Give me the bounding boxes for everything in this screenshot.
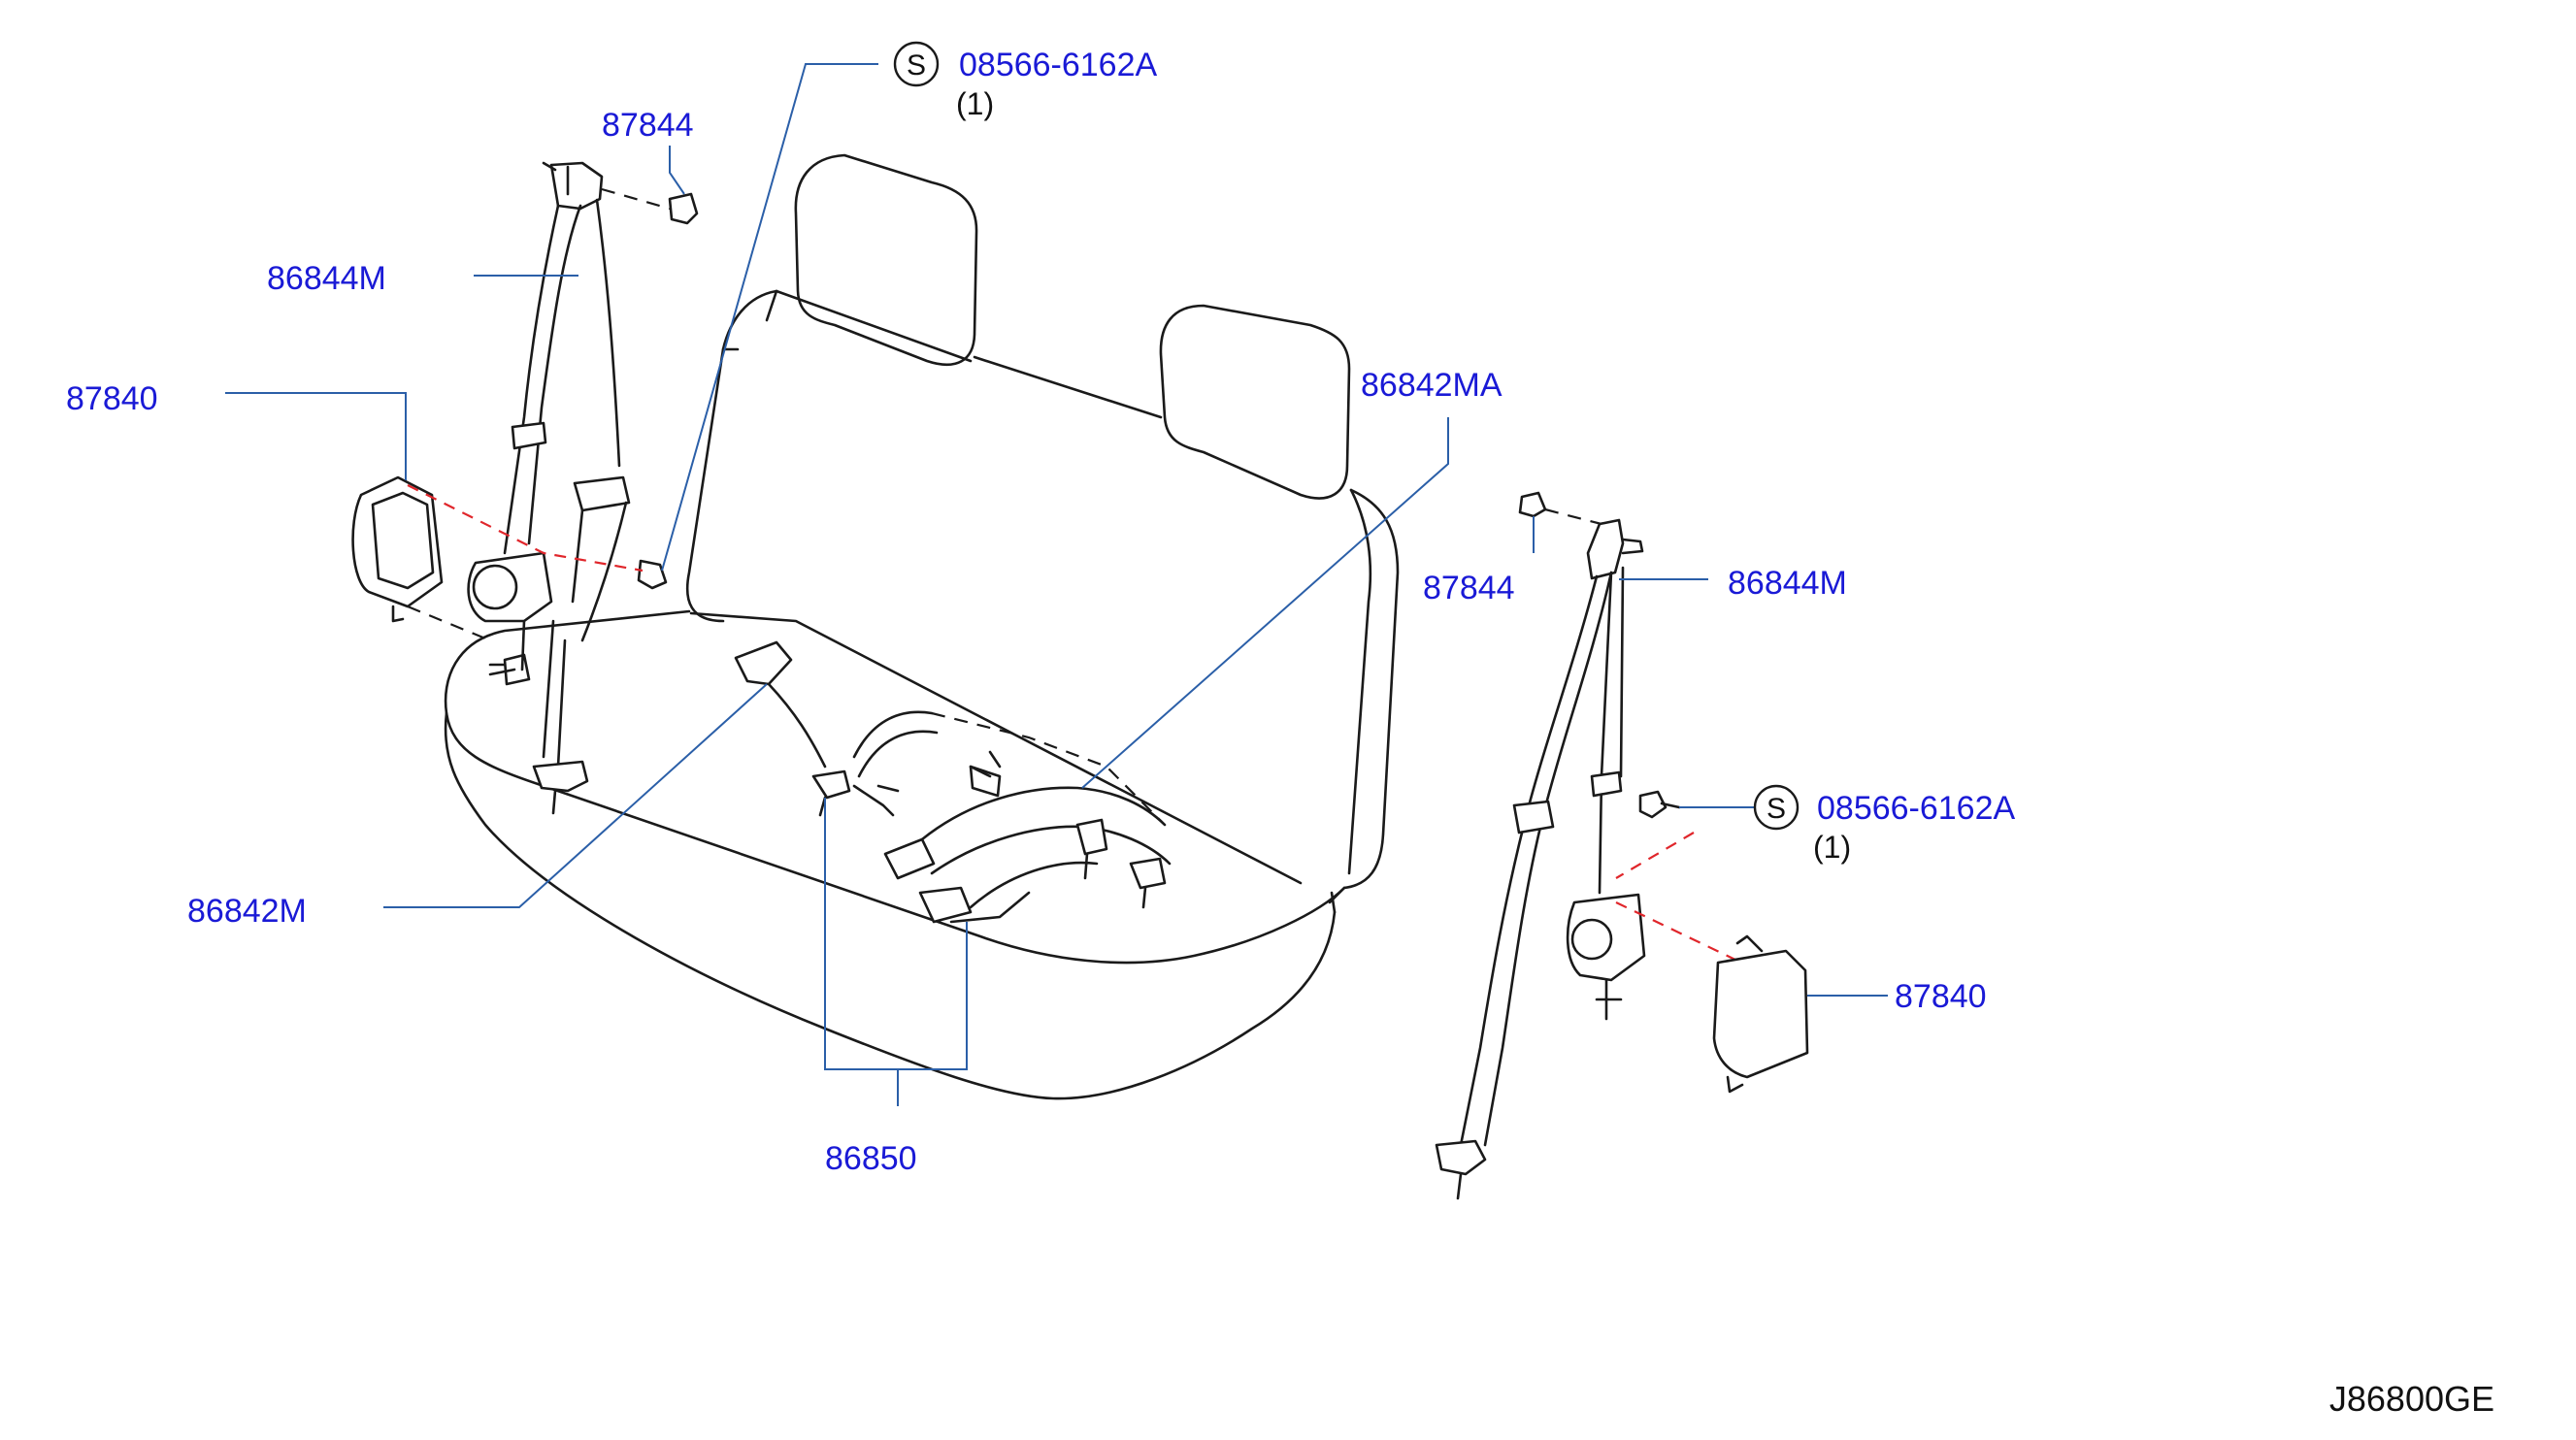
leader-86842m	[383, 683, 768, 908]
buckle-clip-detail	[969, 750, 1002, 778]
label-86842ma: 86842MA	[1361, 367, 1503, 404]
label-87844-left: 87844	[602, 107, 694, 144]
right-retractor-bolt	[1595, 978, 1623, 1021]
seatback-outline	[685, 289, 1400, 890]
label-screw-right: 08566-6162A	[1817, 790, 2016, 827]
right-shoulder-anchor	[1586, 518, 1625, 580]
right-retractor	[1566, 893, 1646, 982]
right-webbing-short	[1598, 566, 1625, 895]
leader-87844-left	[669, 146, 685, 195]
label-86844m-left: 86844M	[267, 260, 386, 297]
diagram-code: J86800GE	[2329, 1379, 2494, 1419]
leader-87840-left	[225, 392, 407, 480]
headrest-left	[794, 153, 978, 367]
left-webbing-upper	[527, 198, 621, 545]
left-seat-belt-assembly	[351, 161, 699, 815]
left-cover-dash-lower	[407, 605, 491, 642]
center-buckle-clip	[969, 765, 1002, 798]
leader-screw-top	[661, 63, 878, 572]
left-anchor-cap	[668, 192, 699, 225]
seatback-side	[1347, 488, 1372, 875]
right-cover-tabs	[1726, 934, 1764, 1094]
left-screw	[637, 559, 668, 590]
screw-symbol-top: S	[907, 49, 926, 82]
left-anchor-detail	[542, 161, 570, 196]
label-86850: 86850	[825, 1140, 917, 1177]
left-webbing-guide	[511, 421, 547, 450]
left-cover-dash	[407, 484, 644, 573]
left-retractor-cover	[351, 475, 444, 608]
buckle-dash-line	[931, 711, 1166, 826]
center-buckle-stud	[876, 784, 900, 793]
screw-symbol-right: S	[1767, 793, 1786, 825]
right-webbing-clip	[1590, 770, 1623, 798]
right-anchor-dash	[1544, 507, 1602, 526]
left-floor-anchor	[532, 760, 589, 793]
left-webbing-clip	[573, 475, 631, 512]
label-87844-right: 87844	[1423, 570, 1515, 606]
label-screw-top-qty: (1)	[956, 86, 994, 121]
left-lap-webbing	[542, 619, 567, 769]
label-87840-left: 87840	[66, 380, 158, 417]
leader-lines	[225, 63, 1888, 1106]
right-cover-dash	[1615, 832, 1738, 962]
right-seat-belt-assembly	[1435, 491, 1809, 1200]
left-cover-inner	[371, 491, 435, 590]
left-cover-tab	[391, 605, 405, 623]
seatback-edge	[721, 289, 778, 351]
label-screw-top: 08566-6162A	[959, 47, 1158, 83]
left-webbing-lower	[571, 501, 628, 642]
right-screw-thread	[1660, 802, 1681, 809]
label-86842m: 86842M	[187, 893, 307, 930]
right-webbing-long	[1459, 571, 1613, 1147]
buckle-86850-anchor-mid	[1075, 818, 1108, 856]
buckle-86850-tongue-lower	[918, 886, 973, 924]
leader-86850	[824, 798, 968, 1106]
cushion-front-outline	[444, 711, 1337, 1100]
buckle-86850-tongue-left	[883, 837, 936, 880]
label-87840-right: 87840	[1895, 978, 1987, 1015]
left-retractor	[467, 551, 553, 623]
buckle-86850-strap-upper	[920, 786, 1172, 875]
label-screw-right-qty: (1)	[1813, 830, 1851, 865]
left-retractor-bolt	[488, 663, 516, 676]
buckle-86842m-strap	[767, 682, 827, 769]
right-floor-bolt	[1456, 1172, 1463, 1200]
left-retractor-bracket	[503, 619, 531, 686]
screw-symbol-circle-top	[893, 41, 940, 87]
right-anchor-stud	[1621, 538, 1644, 555]
buckle-86850-bolt-right	[1141, 886, 1147, 909]
headrest-right	[1159, 304, 1351, 500]
left-floor-bolt	[551, 789, 557, 815]
left-shoulder-anchor	[549, 161, 604, 211]
center-lap-strap	[852, 710, 939, 778]
right-retractor-cover	[1712, 949, 1809, 1079]
label-86844m-right: 86844M	[1728, 565, 1847, 602]
rear-seat-drawing	[444, 153, 1400, 1100]
left-anchor-dash	[601, 187, 671, 211]
right-retractor-spool	[1570, 918, 1613, 961]
cushion-corner	[1330, 891, 1337, 914]
left-webbing-strap	[503, 204, 560, 555]
leader-86842ma	[1081, 417, 1449, 789]
callout-labels: S 08566-6162A (1) 87844 86844M 87840 868…	[66, 41, 2494, 1419]
right-webbing-guide	[1512, 800, 1555, 835]
right-screw	[1638, 790, 1668, 819]
screw-symbol-circle-right	[1753, 784, 1800, 831]
buckle-86850-bolt-mid	[1083, 852, 1089, 880]
center-buckle-assembly	[734, 640, 1172, 924]
left-retractor-spool	[472, 564, 518, 610]
buckle-86850-anchor-right	[1129, 857, 1167, 890]
buckle-86850-strap-lower	[949, 861, 1099, 924]
buckle-86842m-anchor	[811, 769, 851, 800]
right-floor-anchor	[1435, 1139, 1487, 1176]
right-anchor-cap	[1518, 491, 1547, 518]
buckle-86842m	[734, 640, 793, 686]
cushion-top-outline	[444, 609, 1346, 965]
